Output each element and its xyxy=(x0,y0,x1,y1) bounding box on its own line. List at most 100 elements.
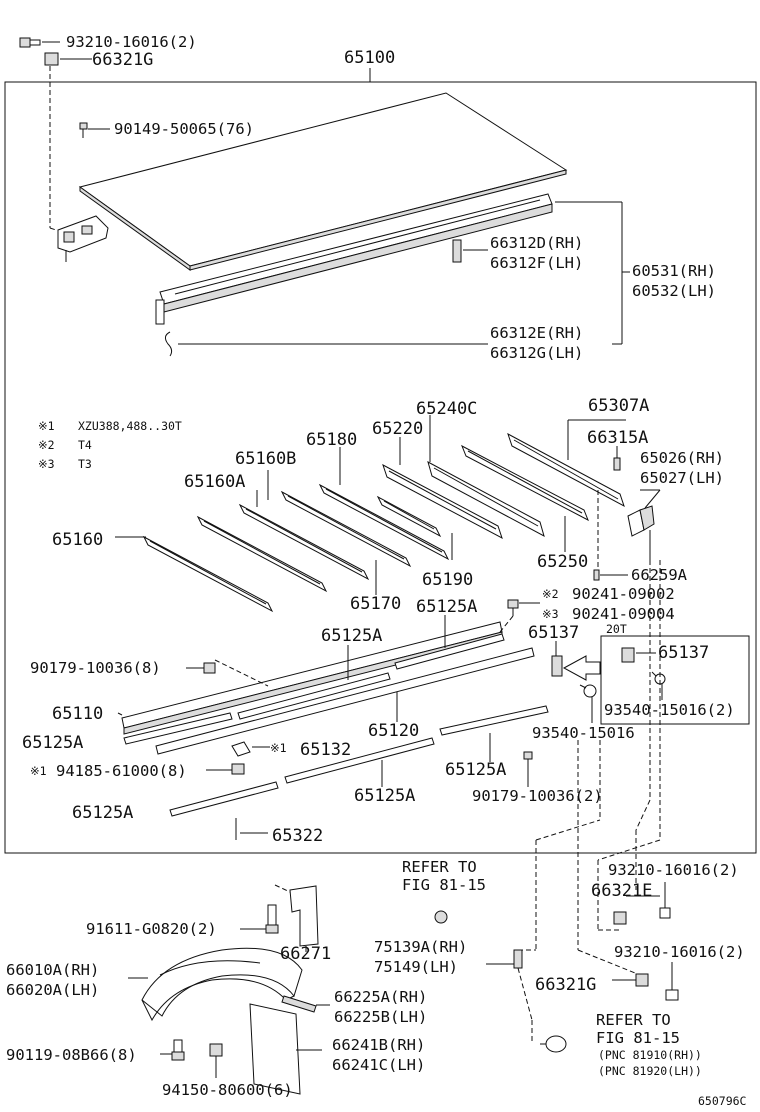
label-65026: 65026(RH) xyxy=(640,449,724,467)
label-93210-bot: 93210-16016(2) xyxy=(614,943,745,961)
label-65120: 65120 xyxy=(368,721,419,741)
label-90241-09004: 90241-09004 xyxy=(572,605,675,623)
bolt-icon xyxy=(171,1039,185,1061)
label-66225A: 66225A(RH) xyxy=(334,988,427,1006)
label-65110: 65110 xyxy=(52,704,103,724)
label-65132: 65132 xyxy=(300,740,351,760)
crossmember-65160A xyxy=(196,515,328,593)
label-66225B: 66225B(LH) xyxy=(334,1008,427,1026)
crossmember-65160 xyxy=(142,535,274,613)
label-94150: 94150-80600(6) xyxy=(162,1081,293,1099)
figure-number: 650796C xyxy=(698,1094,747,1108)
label-65125A-4: 65125A xyxy=(445,760,506,780)
label-94185: 94185-61000(8) xyxy=(56,762,187,780)
bolt-icon xyxy=(265,904,279,934)
label-pnc-2: (PNC 81920(LH)) xyxy=(598,1064,702,1078)
screw-icon xyxy=(79,122,88,138)
crossmember-65307A xyxy=(507,432,625,508)
hook-icon xyxy=(164,331,173,357)
inset-20t xyxy=(600,635,750,725)
long-member-65120 xyxy=(155,647,535,755)
label-65240C: 65240C xyxy=(416,399,477,419)
label-93210-mid: 93210-16016(2) xyxy=(608,861,739,879)
label-65100: 65100 xyxy=(344,48,395,68)
label-65137-b: 65137 xyxy=(658,643,709,663)
crossmember-65220 xyxy=(382,463,503,540)
note-mark-2-90241: ※2 xyxy=(542,587,559,601)
label-93540-b: 93540-15016(2) xyxy=(604,701,735,719)
label-93210-top: 93210-16016(2) xyxy=(66,33,197,51)
bolt-icon xyxy=(19,37,41,48)
label-66321E: 66321E xyxy=(591,881,652,901)
label-65250: 65250 xyxy=(537,552,588,572)
label-65125A-2: 65125A xyxy=(321,626,382,646)
label-66010A: 66010A(RH) xyxy=(6,961,99,979)
nut-icon xyxy=(203,662,216,674)
note-mark-3: ※3 xyxy=(38,457,55,471)
grommet-icon xyxy=(434,910,448,924)
label-66241C: 66241C(LH) xyxy=(332,1056,425,1074)
bolt-icon xyxy=(665,989,679,1001)
label-60531: 60531(RH) xyxy=(632,262,716,280)
label-65125A-5: 65125A xyxy=(354,786,415,806)
label-65307A: 65307A xyxy=(588,396,649,416)
label-75149: 75149(LH) xyxy=(374,958,458,976)
label-93540-a: 93540-15016 xyxy=(532,724,635,742)
label-66321G-bot: 66321G xyxy=(535,975,596,995)
crossmember-65160B xyxy=(238,503,370,581)
note-mark-1-65132: ※1 xyxy=(270,741,287,755)
label-65027: 65027(LH) xyxy=(640,469,724,487)
nut-icon xyxy=(44,52,59,66)
label-refer-1b: FIG 81-15 xyxy=(402,876,486,894)
label-91611: 91611-G0820(2) xyxy=(86,920,217,938)
mudflap-plate xyxy=(281,995,317,1013)
label-65160B: 65160B xyxy=(235,449,296,469)
bolt-icon xyxy=(659,907,671,919)
crossmember-65190 xyxy=(376,495,442,538)
label-65137-a: 65137 xyxy=(528,623,579,643)
label-90119: 90119-08B66(8) xyxy=(6,1046,137,1064)
note-mark-3-90241: ※3 xyxy=(542,607,559,621)
label-refer-2a: REFER TO xyxy=(596,1011,671,1029)
label-20T: 20T xyxy=(606,622,627,636)
crossmember-65170 xyxy=(280,490,412,568)
stop-block xyxy=(551,655,563,677)
screw-icon xyxy=(651,671,666,685)
sill-65125A-e xyxy=(439,705,549,736)
label-65170: 65170 xyxy=(350,594,401,614)
note-mark-1-94185: ※1 xyxy=(30,764,47,778)
assembly-frame xyxy=(4,81,757,854)
label-75139A: 75139A(RH) xyxy=(374,938,467,956)
label-65125A-1: 65125A xyxy=(416,597,477,617)
screw-icon xyxy=(579,684,597,698)
label-65190: 65190 xyxy=(422,570,473,590)
stop-block xyxy=(621,647,635,663)
label-refer-2b: FIG 81-15 xyxy=(596,1029,680,1047)
clip-icon xyxy=(507,599,519,616)
label-90149: 90149-50065(76) xyxy=(114,120,254,138)
mud-flap xyxy=(249,1003,301,1095)
note-text-1: XZU388,488..30T xyxy=(78,419,182,433)
label-65160: 65160 xyxy=(52,530,103,550)
label-90179-a: 90179-10036(8) xyxy=(30,659,161,677)
sill-65125A-f xyxy=(169,781,279,817)
label-66315A: 66315A xyxy=(587,428,648,448)
sill-65125A-b xyxy=(237,672,391,720)
label-65125A-6: 65125A xyxy=(72,803,133,823)
label-66241B: 66241B(RH) xyxy=(332,1036,425,1054)
pin-icon xyxy=(452,239,462,263)
crossmember-65250 xyxy=(461,444,589,522)
nut-icon xyxy=(231,763,245,775)
label-66312E: 66312E(RH) xyxy=(490,324,583,342)
label-65180: 65180 xyxy=(306,430,357,450)
label-60532: 60532(LH) xyxy=(632,282,716,300)
label-90241-09002: 90241-09002 xyxy=(572,585,675,603)
clip-icon xyxy=(593,569,600,581)
crossmember-65180 xyxy=(318,483,450,561)
label-66312D: 66312D(RH) xyxy=(490,234,583,252)
arrow-icon xyxy=(562,655,601,681)
label-66271: 66271 xyxy=(280,944,331,964)
bolt-icon xyxy=(523,751,533,770)
sill-65125A-c xyxy=(394,633,505,670)
